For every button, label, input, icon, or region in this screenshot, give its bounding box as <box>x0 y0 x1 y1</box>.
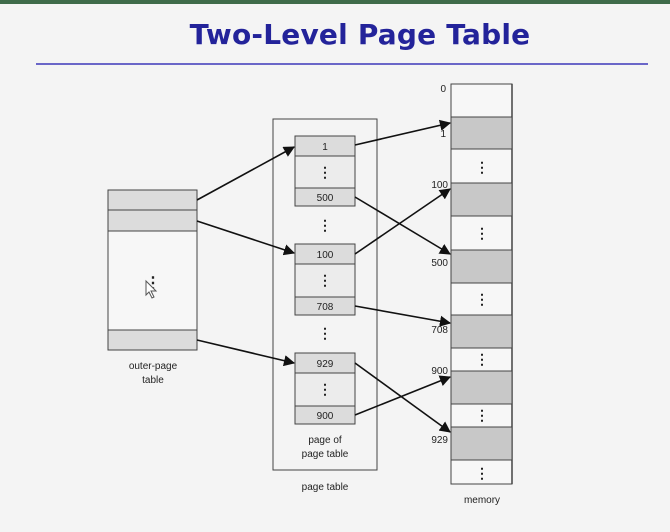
memory-frame-708 <box>450 314 513 349</box>
outer-page-table: ⋮ outer-page table <box>107 189 198 386</box>
memory-address-1: 1 <box>440 129 446 140</box>
slide-top-bar <box>0 0 670 4</box>
memory-ellipsis-4: ⋮ <box>475 351 489 367</box>
pt-value-500: 500 <box>317 193 334 204</box>
memory-frame-1 <box>450 116 513 150</box>
arrow-outer-to-pt1 <box>196 146 295 201</box>
memory-address-929: 929 <box>431 435 448 446</box>
memory-ellipsis-5: ⋮ <box>475 407 489 423</box>
memory-ellipsis-6: ⋮ <box>475 465 489 481</box>
arrow-1-to-frame-1 <box>354 119 452 146</box>
pt-ellipsis-2: ⋮ <box>318 272 332 288</box>
pt-value-900: 900 <box>317 411 334 422</box>
memory-ellipsis-3: ⋮ <box>475 291 489 307</box>
memory-ellipsis-1: ⋮ <box>475 159 489 175</box>
outer-to-page-table-arrows <box>196 146 296 367</box>
pt-value-708: 708 <box>317 302 334 313</box>
arrow-outer-to-pt3 <box>196 339 296 367</box>
memory-label: memory <box>464 495 500 506</box>
memory-frame-100 <box>450 182 513 217</box>
pt-ellipsis-3: ⋮ <box>318 381 332 397</box>
pt-entry-1 <box>294 135 356 157</box>
outer-page-table-label-1: outer-page <box>129 361 178 372</box>
memory-address-0: 0 <box>440 84 446 95</box>
page-of-page-table-label-1: page of <box>308 435 342 446</box>
page-table-frame <box>272 118 378 471</box>
memory-frame-500 <box>450 249 513 284</box>
page-table-to-memory-arrows <box>354 119 452 433</box>
outer-entry-1 <box>107 189 198 211</box>
memory-ellipsis-2: ⋮ <box>475 225 489 241</box>
memory-address-900: 900 <box>431 366 448 377</box>
pt-value-100: 100 <box>317 250 334 261</box>
arrow-outer-to-pt2 <box>196 220 296 256</box>
arrow-900-to-frame-900 <box>354 375 452 416</box>
page-table: 1 ⋮ 500 ⋮ 100 ⋮ 708 ⋮ 929 ⋮ 900 page of … <box>272 118 378 493</box>
memory-frame-929 <box>450 426 513 461</box>
arrow-929-to-frame-929 <box>354 362 451 433</box>
memory: ⋮ ⋮ ⋮ ⋮ ⋮ ⋮ 0 1 100 500 708 900 929 memo… <box>431 83 513 506</box>
arrow-708-to-frame-708 <box>354 305 452 327</box>
memory-address-100: 100 <box>431 180 448 191</box>
outer-entry-2 <box>107 209 198 232</box>
outer-entry-last <box>107 329 198 351</box>
memory-box <box>450 83 513 485</box>
page-table-label: page table <box>302 482 349 493</box>
title-underline <box>36 63 648 65</box>
page-of-page-table-label-2: page table <box>302 449 349 460</box>
pt-value-929: 929 <box>317 359 334 370</box>
pt-gap-ellipsis-1: ⋮ <box>318 217 332 233</box>
arrow-500-to-frame-500 <box>354 196 451 255</box>
memory-address-708: 708 <box>431 325 448 336</box>
mouse-cursor-icon <box>145 279 158 299</box>
memory-frame-900 <box>450 370 513 405</box>
pt-ellipsis-1: ⋮ <box>318 164 332 180</box>
outer-page-table-label-2: table <box>142 375 164 386</box>
pt-value-1: 1 <box>322 142 328 153</box>
pt-gap-ellipsis-2: ⋮ <box>318 325 332 341</box>
slide-title: Two-Level Page Table <box>189 18 531 51</box>
arrow-100-to-frame-100 <box>354 188 451 255</box>
memory-address-500: 500 <box>431 258 448 269</box>
